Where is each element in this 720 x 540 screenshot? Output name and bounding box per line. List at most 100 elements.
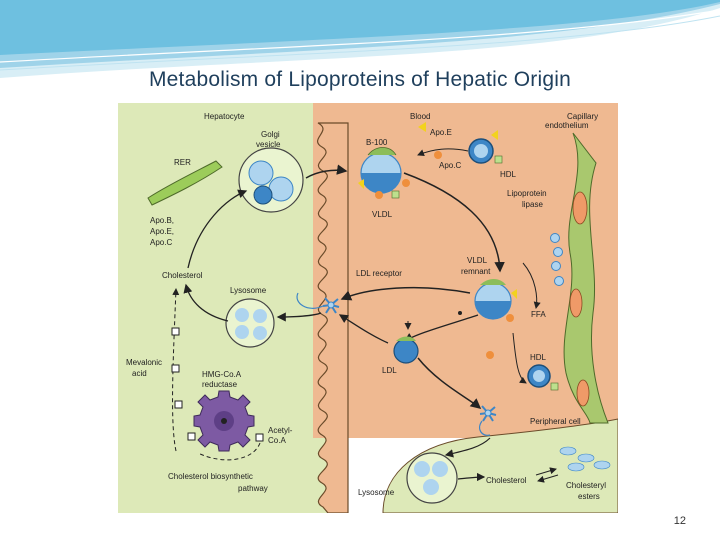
hmg-coa-label: reductase (202, 380, 238, 389)
vldl-remnant-particle (474, 279, 517, 322)
apo-c-label: Apo.C (150, 238, 172, 247)
apo-c-particle (486, 351, 494, 359)
pathway-step (255, 433, 264, 442)
arrow-cholesterol-to-golgi (187, 189, 248, 269)
apo-e-label: Apo.E (430, 128, 452, 137)
golgi-label: vesicle (256, 140, 281, 149)
pathway-step (174, 400, 183, 409)
lysosome-particle (423, 479, 439, 495)
endothelial-nucleus (572, 191, 588, 225)
apo-c-label: Apo.C (439, 161, 461, 170)
lysosome-particle (432, 461, 448, 477)
vldl-particle (358, 122, 426, 199)
endothelium-label: endothelium (545, 121, 589, 130)
cholesterol-hepatocyte-label: Cholesterol (162, 271, 203, 280)
arrow-to-hdl-bottom (512, 332, 527, 384)
golgi-particle (248, 160, 274, 186)
hdl-particle-bottom (527, 364, 559, 391)
apo-c-particle (434, 151, 442, 159)
title-wave-decoration (0, 0, 720, 78)
capillary-label: Capillary (567, 112, 598, 121)
arrow-peripheral-to-lysosome (444, 437, 491, 458)
pathway-step (171, 364, 180, 373)
cholesteryl-esters-label: esters (578, 492, 600, 501)
lipoprotein-lipase-label: lipase (522, 200, 543, 209)
hdl-label-bottom: HDL (530, 353, 547, 362)
peripheral-cell-label: Peripheral cell (530, 417, 581, 426)
b100-label: B-100 (366, 138, 388, 147)
lipase-marker (554, 276, 564, 286)
hepatocyte-membrane (317, 122, 349, 513)
arrow-golgi-to-vldl (305, 164, 348, 179)
ldl-receptor-label: LDL receptor (356, 269, 402, 278)
dashed-acetyl-path (197, 442, 261, 461)
lysosome-particle (253, 309, 267, 323)
mevalonic-acid-label: Mevalonic (126, 358, 162, 367)
arrow-ffa (522, 262, 541, 309)
cholesteryl-ester-droplet (559, 446, 577, 456)
arrow-vldl-to-remnant (403, 172, 505, 273)
ldl-particle (393, 336, 419, 364)
ldl-receptor (322, 297, 340, 314)
cholesteryl-ester-droplet (577, 453, 595, 463)
biosynthetic-pathway-label: Cholesterol biosynthetic (168, 472, 253, 481)
lysosome-hepatocyte-label: Lysosome (230, 286, 267, 295)
lysosome-particle (235, 308, 249, 322)
lipoprotein-metabolism-diagram: Hepatocyte Blood Capillary endothelium R… (118, 103, 618, 513)
arrow-lysosome-to-cholesterol-peripheral (457, 472, 486, 482)
lysosome-hepatocyte (225, 298, 275, 348)
slide-title: Metabolism of Lipoproteins of Hepatic Or… (148, 68, 571, 91)
vldl-remnant-label: remnant (461, 267, 491, 276)
hdl-particle-top (468, 130, 503, 164)
apo-b-label: Apo.B, (150, 216, 174, 225)
arrow-hdl-to-vldl (417, 148, 469, 157)
endothelial-nucleus (569, 288, 583, 318)
hepatocyte-label: Hepatocyte (204, 112, 245, 121)
lysosome-particle (414, 461, 430, 477)
ffa-label: FFA (531, 310, 546, 319)
cholesteryl-ester-droplet (567, 462, 585, 472)
blood-region (313, 103, 618, 438)
golgi-particle (268, 176, 294, 202)
lysosome-peripheral-label: Lysosome (358, 488, 395, 497)
endothelial-nucleus (576, 379, 590, 407)
acetyl-coa-label: Acetyl- (268, 426, 293, 435)
vldl-remnant-label: VLDL (467, 256, 488, 265)
hdl-label-top: HDL (500, 170, 517, 179)
cholesteryl-esters-label: Cholesteryl (566, 481, 606, 490)
apo-c-particle (458, 311, 462, 315)
dashed-biosynthetic-path (172, 288, 180, 452)
arrow-receptor-to-lysosome (276, 312, 322, 322)
hmg-coa-label: HMG-Co.A (202, 370, 242, 379)
ldl-label: LDL (382, 366, 397, 375)
peripheral-receptor-tail (478, 420, 491, 436)
receptor-tail (296, 292, 324, 309)
golgi-particle (253, 185, 273, 205)
lipase-marker (551, 261, 561, 271)
golgi-label: Golgi (261, 130, 280, 139)
acetyl-coa-label: Co.A (268, 436, 286, 445)
lysosome-particle (235, 325, 249, 339)
lysosome-peripheral (406, 452, 458, 504)
rer-organelle (147, 160, 223, 206)
peripheral-ldl-receptor (479, 405, 497, 422)
lipase-marker (550, 233, 560, 243)
lipase-marker (553, 247, 563, 257)
rer-label: RER (174, 158, 191, 167)
lipoprotein-lipase-label: Lipoprotein (507, 189, 547, 198)
mevalonic-acid-label: acid (132, 369, 147, 378)
pathway-step (187, 432, 196, 441)
arrow-cholesterol-to-esters (535, 467, 557, 476)
arrow-esters-to-cholesterol (537, 474, 559, 483)
vldl-label: VLDL (372, 210, 393, 219)
arrow-remnant-to-receptor (340, 286, 471, 301)
arrow-lysosome-to-cholesterol (183, 283, 229, 322)
biosynthetic-pathway-label: pathway (238, 484, 268, 493)
lysosome-particle (253, 326, 267, 340)
pathway-step (171, 327, 180, 336)
apo-e-label: Apo.E, (150, 227, 174, 236)
hmg-coa-reductase-gear (193, 390, 255, 452)
arrow-ldl-to-receptor (338, 314, 389, 344)
arrow-ldl-to-peripheral (417, 357, 482, 409)
cholesteryl-ester-droplet (593, 460, 611, 470)
